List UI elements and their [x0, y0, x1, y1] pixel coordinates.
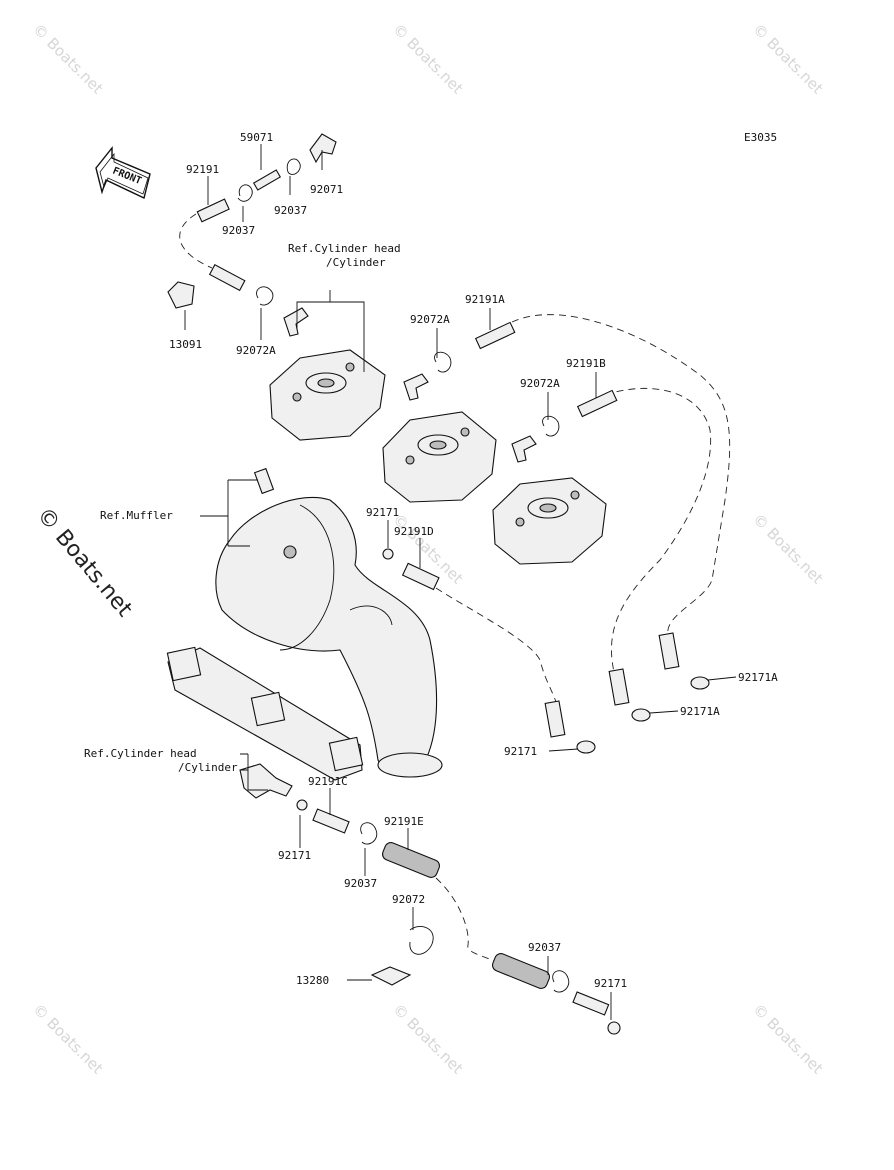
clip-92072-lower [409, 926, 434, 955]
clip-92037-bottom [552, 970, 570, 993]
callout-cylinder-top: /Cylinder [326, 256, 386, 269]
strap-13280 [370, 966, 412, 986]
callout-cylinder-bottom: /Cylinder [178, 761, 238, 774]
callout-92072: 92072 [392, 893, 425, 906]
muffler-nipple [253, 467, 275, 495]
hose-right-2 [608, 668, 630, 706]
elbow-right [511, 435, 537, 463]
hose-right-3 [544, 700, 566, 738]
clip-92072A-mid [434, 351, 452, 373]
callout-92191B: 92191B [566, 357, 606, 370]
callout-92171-mid: 92171 [366, 506, 399, 519]
leader-lines [184, 144, 737, 1020]
callout-92171-right: 92171 [504, 745, 537, 758]
hose-bottom [492, 953, 550, 989]
watermark-bottom-left: © Boats.net [29, 1000, 107, 1078]
clamp-92171-right [576, 740, 596, 754]
callout-13280: 13280 [296, 974, 329, 987]
clip-92037-upper [237, 184, 253, 202]
exhaust-manifold [166, 646, 364, 799]
callout-92037-right: 92037 [274, 204, 307, 217]
callout-92191C: 92191C [308, 775, 348, 788]
pin-59071 [252, 169, 282, 191]
callout-92171A-lower: 92171A [680, 705, 720, 718]
top-fittings [167, 133, 337, 337]
callout-92191: 92191 [186, 163, 219, 176]
callout-92072A-left: 92072A [236, 344, 276, 357]
lower-fittings [296, 632, 710, 1035]
callout-92171A-upper: 92171A [738, 671, 778, 684]
callout-92037-upper: 92037 [222, 224, 255, 237]
cap-13091 [167, 281, 195, 309]
callout-92191A: 92191A [465, 293, 505, 306]
clamp-92171-mid [382, 548, 394, 560]
clip-92072A-left [256, 286, 274, 306]
callout-92037-lower: 92037 [344, 877, 377, 890]
watermark-bottom-center: © Boats.net [389, 1000, 467, 1078]
diagram-code: E3035 [744, 131, 777, 144]
muffler [215, 467, 443, 778]
callout-labels: 59071 92191 92037 92071 92037 Ref.Cylind… [84, 131, 778, 990]
watermark-bottom-right: © Boats.net [749, 1000, 827, 1078]
cylinder-head-1 [269, 349, 386, 441]
clip-92037-lower [360, 822, 378, 845]
watermark-top-right: © Boats.net [749, 20, 827, 98]
mid-fittings [382, 321, 618, 591]
hose-92191-upper [196, 198, 230, 223]
callout-59071: 59071 [240, 131, 273, 144]
tee-fitting [239, 763, 293, 799]
elbow-left [283, 307, 309, 337]
callout-92071: 92071 [310, 183, 343, 196]
callout-92171-lower: 92171 [278, 849, 311, 862]
callout-ref-muffler: Ref.Muffler [100, 509, 173, 522]
watermark-top-center: © Boats.net [389, 20, 467, 98]
callout-ref-cylinder-head-bottom: Ref.Cylinder head [84, 747, 197, 760]
callout-92072A-right: 92072A [520, 377, 560, 390]
hose-92191A [474, 321, 516, 350]
clip-92072A-right [542, 415, 560, 437]
watermark-mid-right: © Boats.net [749, 510, 827, 588]
front-arrow: FRONT [95, 146, 151, 199]
hose-bottom-short [572, 991, 610, 1016]
callout-92191D: 92191D [394, 525, 434, 538]
hose-right-1 [658, 632, 680, 670]
hose-92191C [312, 808, 350, 834]
callout-ref-cylinder-head-top: Ref.Cylinder head [288, 242, 401, 255]
clamp-92171A-lower [631, 708, 651, 722]
watermark-top-left: © Boats.net [29, 20, 107, 98]
callout-92072A-mid: 92072A [410, 313, 450, 326]
cylinder-head-3 [492, 477, 607, 565]
hose-92191-lower [208, 263, 246, 292]
callout-92171-bottom: 92171 [594, 977, 627, 990]
hose-92191D [401, 562, 440, 591]
hose-92191E [382, 842, 440, 878]
cylinder-head-2 [382, 411, 497, 503]
clamp-92171-lower [296, 799, 308, 811]
hose-92191B [576, 389, 618, 418]
clamp-92171A-upper [690, 676, 710, 690]
hose-paths [179, 213, 731, 963]
callout-92191E: 92191E [384, 815, 424, 828]
clamp-92171-bottom [607, 1021, 621, 1035]
callout-13091: 13091 [169, 338, 202, 351]
elbow-92071 [309, 133, 337, 164]
callout-92037-bottom: 92037 [528, 941, 561, 954]
elbow-mid [403, 373, 429, 401]
clip-92037-right [286, 158, 301, 175]
